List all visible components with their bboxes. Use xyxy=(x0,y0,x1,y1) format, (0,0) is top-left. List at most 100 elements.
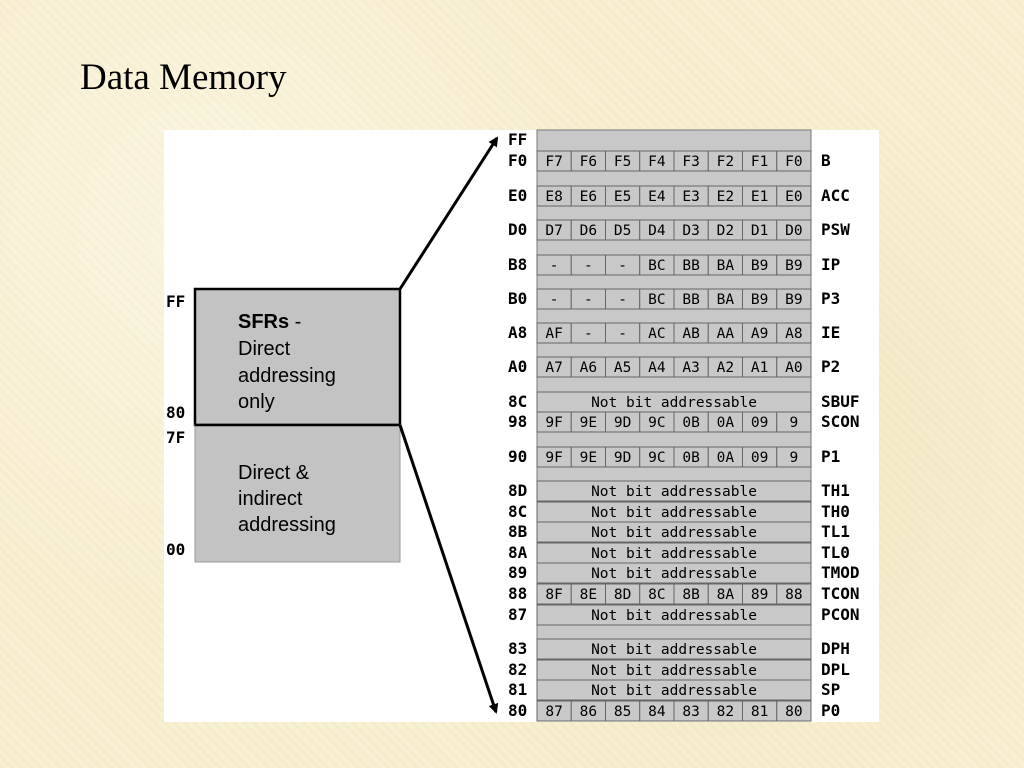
row-address: A0 xyxy=(508,357,527,376)
bit-cell-label: 80 xyxy=(785,704,802,720)
register-cell-label: Not bit addressable xyxy=(591,566,757,582)
register-name: IP xyxy=(821,255,840,274)
bit-cell-label: A0 xyxy=(785,360,802,376)
register-name: TL1 xyxy=(821,522,850,541)
bit-cell-label: 9D xyxy=(614,450,631,466)
bit-cell-label: F0 xyxy=(785,154,802,170)
bit-cell-label: 9 xyxy=(790,415,799,431)
register-cell-label: Not bit addressable xyxy=(591,484,757,500)
register-name: TMOD xyxy=(821,563,860,582)
register-cell-label: Not bit addressable xyxy=(591,608,757,624)
bit-cell-label: D0 xyxy=(785,223,802,239)
bit-cell-label: - xyxy=(618,326,627,342)
register-cell-label: Not bit addressable xyxy=(591,683,757,699)
register-name: DPL xyxy=(821,660,850,679)
sfr-region-box xyxy=(193,287,402,427)
bit-cell-label: 82 xyxy=(717,704,734,720)
addr-label-80: 80 xyxy=(166,403,185,422)
row-address: 90 xyxy=(508,447,527,466)
bit-cell xyxy=(776,583,812,605)
register-cell-label: Not bit addressable xyxy=(591,525,757,541)
bit-cell-label: BB xyxy=(682,258,700,274)
ram-box-line: indirect xyxy=(238,488,303,510)
register-name: PSW xyxy=(821,220,850,239)
register-name: P3 xyxy=(821,289,840,308)
register-name: ACC xyxy=(821,186,850,205)
bit-cell-label: F1 xyxy=(751,154,768,170)
bit-cell-label: - xyxy=(618,258,627,274)
bit-cell-label: D3 xyxy=(682,223,699,239)
register-name: SP xyxy=(821,680,840,699)
row-address: 88 xyxy=(508,584,527,603)
register-cell xyxy=(536,679,812,701)
addr-label-ff: FF xyxy=(166,292,185,311)
bit-cell-label: BC xyxy=(648,292,665,308)
sfr-box-title-suffix: - xyxy=(289,311,301,333)
bit-cell-label: A8 xyxy=(785,326,802,342)
register-name: DPH xyxy=(821,639,850,658)
bit-cell xyxy=(776,411,812,433)
bit-cell-label: 0A xyxy=(717,450,735,466)
bit-cell-label: 8C xyxy=(648,587,665,603)
bit-cell-label: F2 xyxy=(717,154,734,170)
row-address: A8 xyxy=(508,323,527,342)
bit-cell-label: D5 xyxy=(614,223,631,239)
register-name: TH1 xyxy=(821,481,850,500)
bit-cell-label: 89 xyxy=(751,587,768,603)
bit-cell-label: BA xyxy=(717,258,735,274)
bit-cell-label: A5 xyxy=(614,360,631,376)
bit-cell-label: 9F xyxy=(545,450,562,466)
bit-cell-label: - xyxy=(584,258,593,274)
register-cell-label: Not bit addressable xyxy=(591,546,757,562)
bit-cell-label: F7 xyxy=(545,154,562,170)
bit-cell-label: 0A xyxy=(717,415,735,431)
row-address: 8A xyxy=(508,543,528,562)
bit-cell-label: 86 xyxy=(580,704,597,720)
bit-cell-label: 85 xyxy=(614,704,631,720)
bit-cell-label: F4 xyxy=(648,154,666,170)
bit-cell xyxy=(776,356,812,378)
bit-cell-label: 84 xyxy=(648,704,666,720)
row-address: 83 xyxy=(508,639,527,658)
bit-cell-label: 88 xyxy=(785,587,802,603)
bit-cell-label: - xyxy=(550,258,559,274)
register-name: TH0 xyxy=(821,502,850,521)
register-cell xyxy=(536,638,812,660)
bit-cell-label: D1 xyxy=(751,223,768,239)
register-cell xyxy=(536,604,812,626)
addr-label-7f: 7F xyxy=(166,428,185,447)
row-address: 82 xyxy=(508,660,527,679)
bit-cell-label: BA xyxy=(717,292,735,308)
bit-cell-label: A7 xyxy=(545,360,562,376)
bit-cell-label: E1 xyxy=(751,189,768,205)
bit-cell-label: A1 xyxy=(751,360,768,376)
register-name: P1 xyxy=(821,447,840,466)
addr-label-00: 00 xyxy=(166,540,185,559)
bit-cell-label: 8B xyxy=(682,587,700,603)
register-cell-label: Not bit addressable xyxy=(591,663,757,679)
row-address: B8 xyxy=(508,255,527,274)
ram-box-line: addressing xyxy=(238,514,336,536)
bit-cell xyxy=(776,150,812,172)
bit-cell-label: 83 xyxy=(682,704,699,720)
bit-cell-label: - xyxy=(550,292,559,308)
row-address: B0 xyxy=(508,289,527,308)
register-name: SCON xyxy=(821,412,860,431)
bit-cell-label: 81 xyxy=(751,704,768,720)
bit-cell-label: 09 xyxy=(751,450,768,466)
register-cell xyxy=(536,562,812,584)
row-address: 80 xyxy=(508,701,527,720)
bit-cell-label: - xyxy=(618,292,627,308)
bit-cell-label: B9 xyxy=(751,292,768,308)
bit-cell-label: D4 xyxy=(648,223,666,239)
